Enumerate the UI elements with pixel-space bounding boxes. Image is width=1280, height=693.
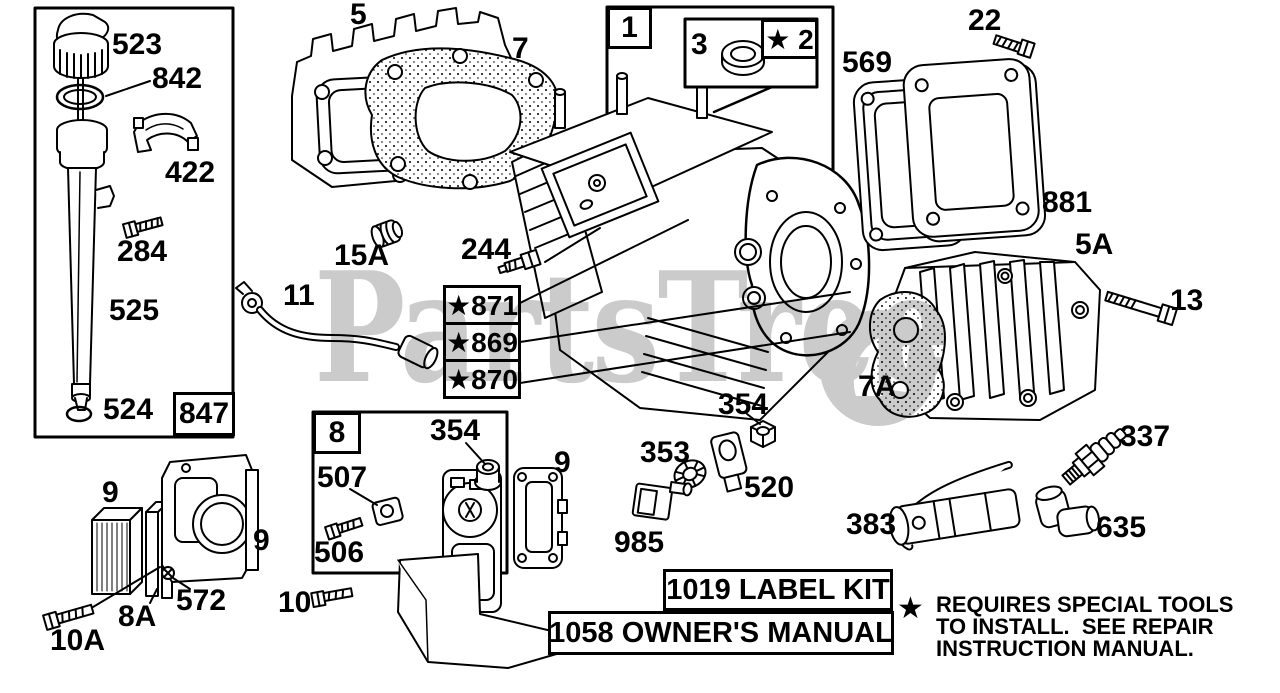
part-label-507: 507: [317, 461, 368, 494]
elbow-635-drawing: [1035, 485, 1100, 538]
bolt-10-drawing: [310, 587, 354, 609]
fitting-244-drawing: [497, 248, 542, 275]
part-label-842: 842: [152, 62, 203, 95]
part-label-353: 353: [640, 436, 691, 469]
part-label-10: 10: [278, 586, 312, 619]
part-label-9-left: 9: [102, 476, 119, 509]
part-label-8A: 8A: [118, 600, 157, 633]
ref-box-star-870: ★870: [443, 359, 521, 399]
part-label-244: 244: [461, 233, 512, 266]
valve-cover-881-drawing: [902, 58, 1047, 243]
dipstick-group-box: [33, 6, 235, 439]
o-ring-842-drawing: [55, 83, 105, 111]
footnote-line-3: INSTRUCTION MANUAL.: [936, 636, 1194, 661]
part-label-506: 506: [314, 536, 365, 569]
breather-gasket-9c-drawing: [513, 467, 568, 569]
part-label-7: 7: [512, 32, 529, 65]
part-label-881: 881: [1042, 186, 1093, 219]
oil-seal-3-drawing: [721, 40, 765, 76]
owners-manual-box: 1058 OWNER'S MANUAL: [548, 611, 894, 655]
oil-fill-cap-523-drawing: [53, 12, 110, 79]
bracket-422-drawing: [133, 112, 199, 153]
part-label-5: 5: [350, 0, 367, 31]
footnote-line-2: TO INSTALL. SEE REPAIR: [936, 614, 1214, 639]
cylinder-assembly-drawing: [509, 72, 871, 421]
star-icon: ★: [897, 592, 924, 625]
footnote-line-1: REQUIRES SPECIAL TOOLS: [936, 592, 1234, 617]
part-label-3: 3: [691, 28, 708, 61]
part-label-985: 985: [614, 526, 665, 559]
part-label-524: 524: [103, 393, 154, 426]
part-label-422: 422: [165, 156, 216, 189]
special-tools-footnote: ★ REQUIRES SPECIAL TOOLS TO INSTALL. SEE…: [897, 592, 1234, 661]
ref-box-1: 1: [607, 7, 652, 49]
ref-box-star-869: ★869: [443, 322, 521, 362]
part-label-520: 520: [744, 471, 795, 504]
part-label-569: 569: [842, 46, 893, 79]
plug-15A-drawing: [370, 219, 404, 249]
grommet-354b-drawing: [474, 459, 502, 491]
ref-box-star-871: ★871: [443, 285, 521, 325]
grommet-507-drawing: [371, 496, 404, 526]
part-label-572: 572: [176, 584, 227, 617]
switch-985-drawing: [631, 481, 693, 521]
label-kit-box: 1019 LABEL KIT: [663, 569, 893, 611]
bolt-13-drawing: [1104, 290, 1178, 327]
part-label-13: 13: [1170, 284, 1204, 317]
bolt-10A-drawing: [42, 603, 95, 631]
ref-box-847: 847: [173, 392, 235, 436]
part-label-354-box8: 354: [430, 414, 481, 447]
guard-383-drawing: [888, 460, 1021, 551]
part-label-354-upper: 354: [718, 388, 769, 421]
part-label-523: 523: [112, 28, 163, 61]
o-ring-524-drawing: [65, 405, 93, 423]
part-label-15A: 15A: [334, 239, 390, 272]
dipstick-tube-525-drawing: [56, 119, 115, 411]
part-label-337: 337: [1120, 420, 1171, 453]
part-label-10A: 10A: [50, 624, 106, 657]
part-label-383: 383: [846, 508, 897, 541]
ref-box-star-2: ★ 2: [761, 19, 818, 59]
terminal-520-drawing: [710, 431, 748, 493]
part-label-635: 635: [1096, 511, 1147, 544]
screw-506-drawing: [324, 516, 364, 541]
part-label-11: 11: [283, 279, 315, 312]
head-gasket-7-drawing: [364, 47, 559, 190]
breather-cover-drawing: [161, 454, 259, 583]
part-label-525: 525: [109, 294, 160, 327]
part-label-7A: 7A: [858, 370, 897, 403]
nut-354-drawing: [750, 420, 776, 448]
oil-line-11-drawing: [235, 281, 439, 370]
ref-box-8: 8: [313, 412, 361, 454]
lock-washer-353-drawing: [673, 459, 707, 489]
leader-lines: [92, 80, 851, 608]
spark-plug-337-drawing: [1061, 428, 1127, 486]
part-label-22: 22: [968, 4, 1002, 37]
screw-284-drawing: [121, 216, 164, 239]
part-label-5A: 5A: [1075, 228, 1114, 261]
screw-22-drawing: [992, 34, 1036, 59]
part-label-9-right: 9: [554, 446, 571, 479]
part-label-284: 284: [117, 235, 168, 268]
screw-572-drawing: [161, 566, 175, 580]
part-label-9-middle: 9: [253, 524, 270, 557]
